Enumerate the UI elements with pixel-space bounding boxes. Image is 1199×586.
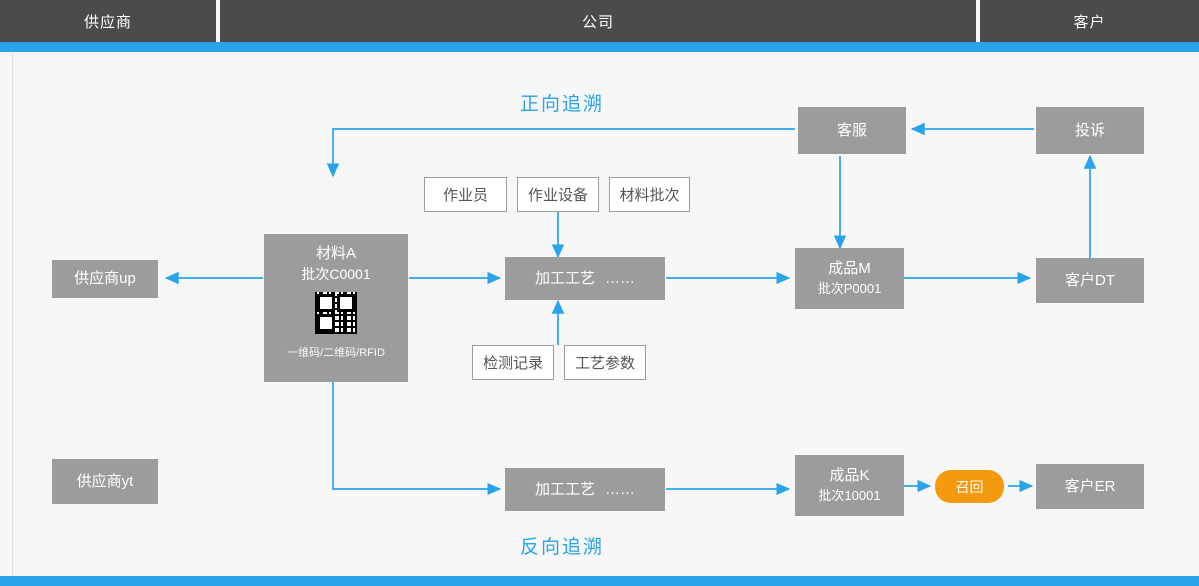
node-process-top[interactable]: 加工工艺 …… <box>505 257 665 300</box>
node-process-bottom-label: 加工工艺 <box>534 480 595 498</box>
header-cell-customer: 客户 <box>980 0 1199 51</box>
node-supplier-yt[interactable]: 供应商yt <box>52 459 158 504</box>
node-complaint-label: 投诉 <box>1074 121 1105 139</box>
node-product-m-batch: 批次P0001 <box>817 280 882 296</box>
node-recall-label: 召回 <box>955 478 984 495</box>
node-recall[interactable]: 召回 <box>935 470 1004 503</box>
attribute-inspection-record-label: 检测记录 <box>482 355 543 372</box>
node-supplier-up[interactable]: 供应商up <box>52 260 158 298</box>
header-label-supplier: 供应商 <box>83 13 132 31</box>
node-process-bottom[interactable]: 加工工艺 …… <box>505 468 665 511</box>
header-band: 供应商 公司 客户 <box>0 0 1199 51</box>
node-product-k-title: 成品K <box>829 467 870 485</box>
node-customer-service-label: 客服 <box>836 121 867 139</box>
node-complaint[interactable]: 投诉 <box>1036 107 1144 154</box>
attribute-equipment-label: 作业设备 <box>527 187 588 204</box>
node-product-m-title: 成品M <box>828 260 871 278</box>
node-supplier-yt-label: 供应商yt <box>76 472 134 490</box>
qr-code-icon <box>315 292 357 334</box>
attribute-material-batch[interactable]: 材料批次 <box>609 177 690 212</box>
node-product-k[interactable]: 成品K 批次10001 <box>795 455 904 516</box>
node-product-m[interactable]: 成品M 批次P0001 <box>795 248 904 309</box>
node-customer-dt[interactable]: 客户DT <box>1036 258 1144 303</box>
header-cell-supplier: 供应商 <box>0 0 216 51</box>
top-accent-bar <box>0 42 1199 52</box>
diagram-stage: 正向追溯 反向追溯 供应商up 供应商yt 材料A 批次C0001 一维码/二维… <box>0 52 1199 576</box>
attribute-equipment[interactable]: 作业设备 <box>517 177 599 212</box>
attribute-operator[interactable]: 作业员 <box>424 177 507 212</box>
header-cell-company: 公司 <box>220 0 976 51</box>
node-supplier-up-label: 供应商up <box>74 270 136 288</box>
node-material-a[interactable]: 材料A 批次C0001 一维码/二维码/RFID <box>264 234 408 382</box>
material-a-title: 材料A <box>315 245 356 262</box>
backward-trace-label: 反向追溯 <box>520 537 605 558</box>
material-a-code-types: 一维码/二维码/RFID <box>287 347 385 359</box>
node-process-top-ellipsis: …… <box>605 269 635 287</box>
node-customer-service[interactable]: 客服 <box>798 107 906 154</box>
attribute-operator-label: 作业员 <box>442 187 488 204</box>
header-label-company: 公司 <box>581 13 614 31</box>
bottom-accent-bar <box>0 576 1199 586</box>
attribute-inspection-record[interactable]: 检测记录 <box>472 345 554 380</box>
header-label-customer: 客户 <box>1073 13 1106 31</box>
node-process-top-label: 加工工艺 <box>534 269 595 287</box>
node-customer-er[interactable]: 客户ER <box>1036 464 1144 509</box>
material-a-batch: 批次C0001 <box>301 266 371 282</box>
node-customer-er-label: 客户ER <box>1064 477 1116 495</box>
node-customer-dt-label: 客户DT <box>1065 271 1115 289</box>
attribute-material-batch-label: 材料批次 <box>619 187 680 204</box>
attribute-process-params[interactable]: 工艺参数 <box>564 345 646 380</box>
node-product-k-batch: 批次10001 <box>818 487 881 503</box>
node-process-bottom-ellipsis: …… <box>605 480 635 498</box>
left-divider <box>12 52 13 576</box>
attribute-process-params-label: 工艺参数 <box>574 355 635 372</box>
forward-trace-label: 正向追溯 <box>520 94 605 115</box>
